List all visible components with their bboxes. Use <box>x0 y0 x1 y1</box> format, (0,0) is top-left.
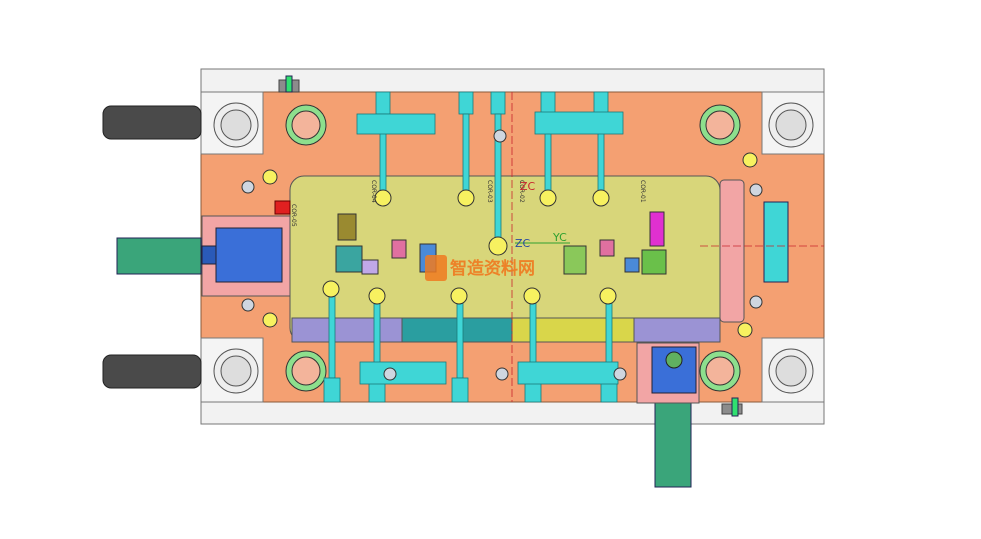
component-olive-left <box>337 213 357 241</box>
axis-label-yc: YC <box>552 231 567 244</box>
bushing-tr <box>768 102 814 148</box>
cooling-lines-top <box>356 91 624 245</box>
core-label-4: COR-04 <box>370 180 377 203</box>
component-pink-2 <box>599 239 615 257</box>
bushing-br <box>768 348 814 394</box>
component-magenta <box>649 211 665 247</box>
frame-pin-bottom-lime <box>731 397 739 417</box>
red-stop <box>274 200 291 215</box>
component-green-far <box>641 249 667 275</box>
cylinder-bottom-left <box>102 354 202 389</box>
guide-pin-bl <box>285 350 327 392</box>
plate-bolts-yellow <box>262 152 758 338</box>
slider-right-outer <box>719 179 745 323</box>
axis-label-zc-top: ZC <box>520 180 536 193</box>
hydraulic-block-left <box>116 237 202 275</box>
cavity-holes <box>322 189 617 305</box>
component-green-right <box>563 245 587 275</box>
bushing-tl <box>213 102 259 148</box>
ejector-head <box>665 351 683 369</box>
frame-pin-top-lime <box>285 75 293 93</box>
bushing-bl <box>213 348 259 394</box>
bottom-bar-purple-left <box>291 317 403 343</box>
component-pink-1 <box>391 239 407 259</box>
screws <box>241 129 763 381</box>
core-label-5: COR-05 <box>290 204 297 227</box>
watermark-text: 智造资料网 <box>450 258 535 279</box>
core-label-2: COR-02 <box>518 180 525 203</box>
component-lavender <box>361 259 379 275</box>
core-label-1: COR-01 <box>639 180 646 203</box>
component-teal-left <box>335 245 363 273</box>
slider-right-cyan <box>763 201 789 283</box>
slider-left <box>215 227 283 283</box>
slider-left-rod <box>201 245 217 265</box>
bottom-bar-purple-right <box>633 317 721 343</box>
cylinder-top-left <box>102 105 202 140</box>
guide-pin-tr <box>699 104 741 146</box>
axis-label-zc-mid: ZC <box>515 237 531 250</box>
watermark-logo: 智造资料网 <box>425 255 535 281</box>
hydraulic-block-bottom <box>654 401 692 488</box>
guide-pin-tl <box>285 104 327 146</box>
component-blue-2 <box>624 257 640 273</box>
guide-pin-br <box>699 350 741 392</box>
core-label-3: COR-03 <box>486 180 493 203</box>
